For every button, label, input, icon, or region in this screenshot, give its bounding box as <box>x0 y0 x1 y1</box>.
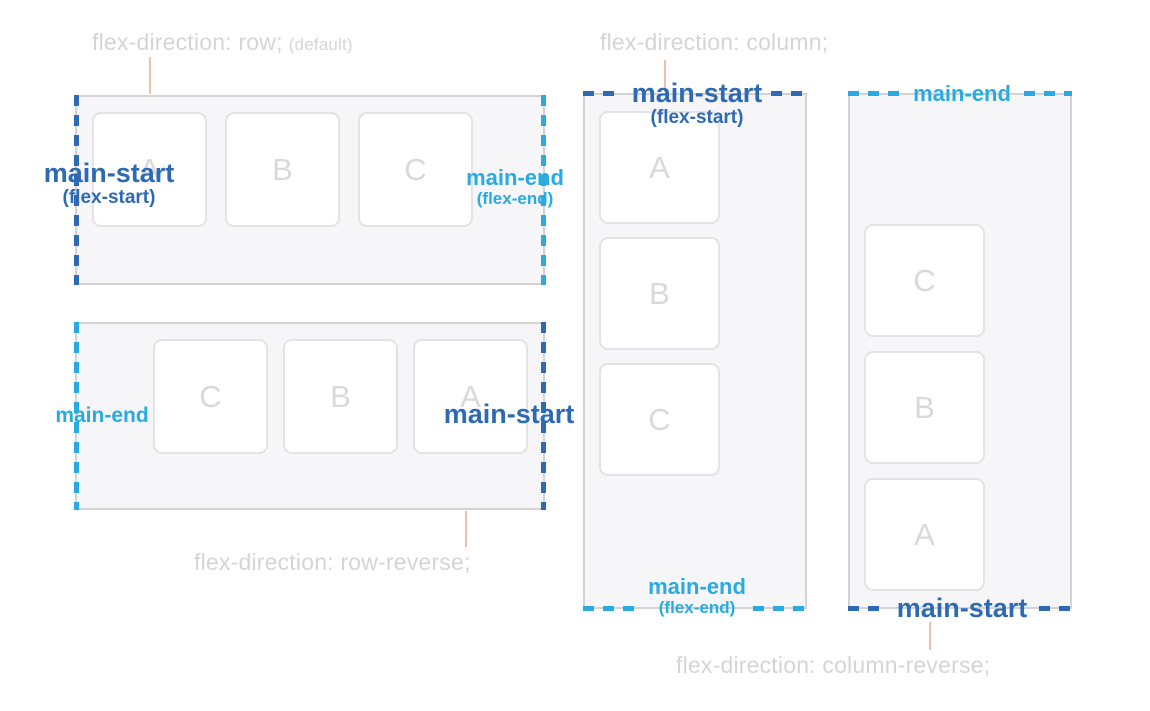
main-start-dashed-edge <box>583 91 623 96</box>
connector-line <box>664 60 666 92</box>
main-end-dashed-edge <box>74 322 79 510</box>
flex-container-row-reverse: A B C main-end main-start <box>55 322 574 510</box>
flex-end-text: (flex-end) <box>658 597 736 617</box>
main-end-dashed-edge <box>848 91 901 96</box>
main-end-text: main-end <box>466 165 564 190</box>
flex-item: A <box>413 339 528 454</box>
flex-item: A <box>864 478 985 591</box>
flex-item: C <box>864 224 985 337</box>
caption-row-default-suffix: (default) <box>288 35 353 54</box>
main-end-dashed-edge <box>1024 91 1072 96</box>
main-start-dashed-edge <box>848 606 886 611</box>
flex-container-column: A B C main-start (flex-start) main-end (… <box>583 78 807 617</box>
main-start-label: main-start (flex-start) <box>597 78 797 129</box>
main-end-dashed-edge <box>583 606 637 611</box>
caption-row: flex-direction: row; (default) <box>92 29 353 56</box>
connector-line <box>929 622 931 650</box>
flex-item: B <box>599 237 720 350</box>
flex-item: C <box>358 112 473 227</box>
caption-column: flex-direction: column; <box>600 29 829 55</box>
main-end-label: main-end (flex-end) <box>597 575 797 617</box>
flex-start-text: (flex-start) <box>62 187 156 209</box>
main-start-text: main-start <box>43 158 175 188</box>
flex-item: B <box>225 112 340 227</box>
main-end-label: main-end <box>55 404 149 427</box>
caption-column-reverse: flex-direction: column-reverse; <box>676 652 991 678</box>
main-end-label: main-end <box>913 81 1011 106</box>
main-end-text: main-end <box>648 573 746 599</box>
main-start-text: main-start <box>631 78 763 108</box>
main-start-label: main-start <box>443 399 575 429</box>
flex-container-column-reverse: A B C main-end main-start <box>848 82 1072 623</box>
main-end-label: main-end (flex-end) <box>445 166 585 208</box>
flex-item: C <box>153 339 268 454</box>
caption-row-reverse: flex-direction: row-reverse; <box>194 549 471 575</box>
main-start-label: main-start <box>896 592 1028 623</box>
main-start-dashed-edge <box>771 91 807 96</box>
main-start-label: main-start (flex-start) <box>29 158 189 209</box>
flex-item: B <box>864 351 985 464</box>
flex-item: B <box>283 339 398 454</box>
main-start-dashed-edge <box>541 322 546 510</box>
flex-item: C <box>599 363 720 476</box>
flex-container-row: A B C main-start (flex-start) main-end (… <box>44 95 564 285</box>
main-end-dashed-edge <box>541 95 546 285</box>
flex-item: A <box>599 111 720 224</box>
connector-line <box>149 57 151 94</box>
caption-row-text: flex-direction: row; <box>92 29 283 55</box>
flex-start-text: (flex-start) <box>650 107 744 129</box>
flex-end-text: (flex-end) <box>476 188 554 208</box>
main-start-dashed-edge <box>1039 606 1072 611</box>
connector-line <box>465 511 467 547</box>
main-end-dashed-edge <box>753 606 807 611</box>
flex-item: A <box>92 112 207 227</box>
main-start-dashed-edge <box>74 95 79 285</box>
